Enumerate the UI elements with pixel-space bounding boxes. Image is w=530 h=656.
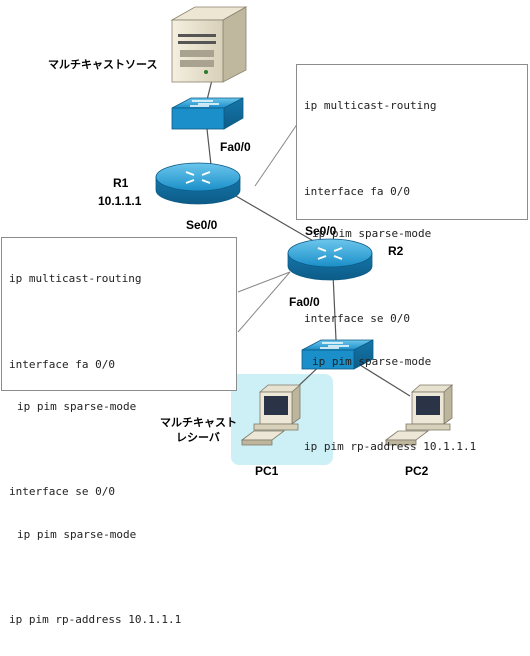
r1-name-label: R1 bbox=[113, 176, 129, 190]
r2-config-line: interface se 0/0 bbox=[9, 485, 115, 499]
source-switch-icon bbox=[171, 97, 244, 130]
r1-config-blank bbox=[304, 270, 527, 284]
r2-config-box: ip multicast-routing interface fa 0/0 ip… bbox=[1, 237, 237, 626]
r2-config-line: ip pim rp-address 10.1.1.1 bbox=[9, 613, 182, 627]
r1-fa-interface-label: Fa0/0 bbox=[220, 140, 251, 154]
r2-config-line: ip pim sparse-mode bbox=[17, 400, 137, 414]
r2-config-pointer-lower bbox=[237, 271, 291, 333]
multicast-source-label: マルチキャストソース bbox=[48, 59, 158, 71]
receiver-label-line2: レシーバ bbox=[176, 432, 220, 444]
r2-config-blank bbox=[9, 315, 236, 329]
pc1-icon bbox=[240, 384, 302, 446]
r2-config-blank bbox=[9, 571, 236, 585]
r2-config-line: ip multicast-routing bbox=[9, 272, 142, 286]
r1-se-interface-label: Se0/0 bbox=[186, 218, 218, 232]
r2-config-line: ip pim sparse-mode bbox=[17, 528, 137, 542]
r2-se-interface-label: Se0/0 bbox=[305, 224, 337, 238]
r1-config-box: ip multicast-routing interface fa 0/0 ip… bbox=[296, 64, 528, 453]
network-diagram: マルチキャストソース Fa0/0 R1 10.1.1.1 Se0/0 Se0/0… bbox=[1, 6, 528, 626]
pc2-icon bbox=[384, 384, 454, 446]
r1-config-line: interface fa 0/0 bbox=[304, 184, 410, 198]
r1-config-blank bbox=[304, 142, 527, 156]
r2-config-blank bbox=[9, 443, 236, 457]
pc1-label: PC1 bbox=[255, 464, 279, 478]
r1-config-line: ip pim rp-address 10.1.1.1 bbox=[304, 440, 477, 454]
link-switch-pc2 bbox=[351, 359, 411, 397]
link-r2-switch bbox=[332, 273, 337, 341]
receiver-switch-icon bbox=[301, 339, 374, 370]
r1-config-line: ip pim sparse-mode bbox=[312, 227, 432, 241]
r1-config-line: ip multicast-routing bbox=[304, 99, 437, 113]
r2-fa-interface-label: Fa0/0 bbox=[289, 295, 320, 309]
pc2-label: PC2 bbox=[405, 464, 429, 478]
r1-config-line: ip pim sparse-mode bbox=[312, 355, 432, 369]
receiver-label-line1: マルチキャスト bbox=[160, 417, 237, 429]
r1-config-line: interface se 0/0 bbox=[304, 312, 410, 326]
r1-ip-label: 10.1.1.1 bbox=[98, 194, 142, 208]
r2-name-label: R2 bbox=[388, 244, 404, 258]
router-r2-icon bbox=[287, 238, 373, 281]
r2-config-line: interface fa 0/0 bbox=[9, 357, 115, 371]
server-icon bbox=[170, 6, 248, 83]
link-r1-r2 bbox=[235, 195, 323, 247]
r1-config-blank bbox=[304, 398, 527, 412]
r1-config-pointer bbox=[254, 119, 301, 187]
router-r1-icon bbox=[155, 162, 241, 205]
diagram-canvas bbox=[155, 6, 454, 465]
r2-config-pointer bbox=[237, 271, 291, 293]
